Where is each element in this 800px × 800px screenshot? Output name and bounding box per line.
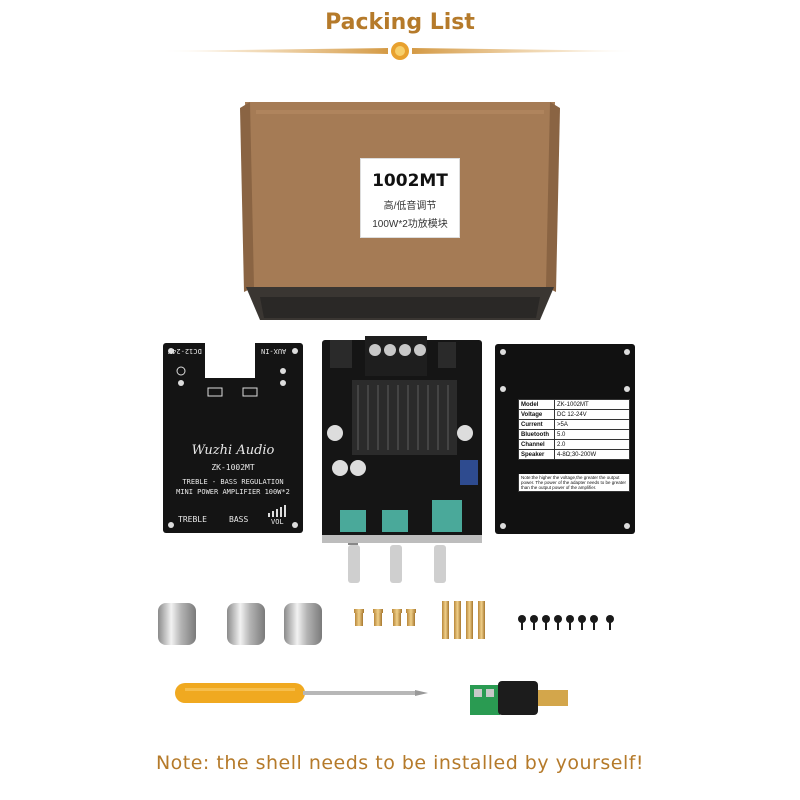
- title-divider-ornament: [160, 42, 640, 60]
- box-label-line2: 100W*2功放模块: [372, 219, 448, 230]
- screw-icon: [518, 615, 614, 630]
- page-title: Packing List: [325, 10, 475, 35]
- back-plate-line1: TREBLE - BASS REGULATION: [182, 478, 284, 486]
- copper-standoff-icon: [354, 601, 485, 639]
- dc-connector-icon: [470, 681, 568, 715]
- knob-cap-icon: [158, 603, 322, 645]
- back-plate-graphics: [168, 343, 298, 528]
- box-label-line1: 高/低音调节: [383, 201, 437, 212]
- box-label-model: 1002MT: [372, 171, 448, 191]
- screwdriver-icon: [175, 683, 428, 703]
- back-plate-line2: MINI POWER AMPLIFIER 100W*2: [176, 488, 290, 496]
- back-plate-logo: Wuzhi Audio: [191, 443, 275, 458]
- back-plate-dc-label: DC12-24V: [168, 347, 202, 355]
- back-plate-bass-label: BASS: [229, 515, 249, 524]
- back-plate-treble-label: TREBLE: [178, 515, 207, 524]
- cover-plate-holes: [500, 349, 630, 529]
- back-plate-model: ZK-1002MT: [211, 463, 255, 472]
- back-plate-vol-label: VOL: [271, 518, 284, 526]
- footer-note: Note: the shell needs to be installed by…: [155, 752, 645, 774]
- spec-note: Note:the higher the voltage,the greater …: [518, 474, 630, 492]
- accessories: [158, 601, 614, 715]
- box-label: 1002MT 高/低音调节 100W*2功放模块: [360, 158, 460, 238]
- back-plate: DC12-24V AUX-IN Wuzhi Audio ZK-1002MT TR…: [163, 343, 303, 533]
- board-shafts: [348, 545, 446, 583]
- amplifier-board: [322, 336, 482, 545]
- spec-row: Current>5A: [518, 419, 630, 430]
- back-plate-aux-label: AUX-IN: [261, 347, 287, 355]
